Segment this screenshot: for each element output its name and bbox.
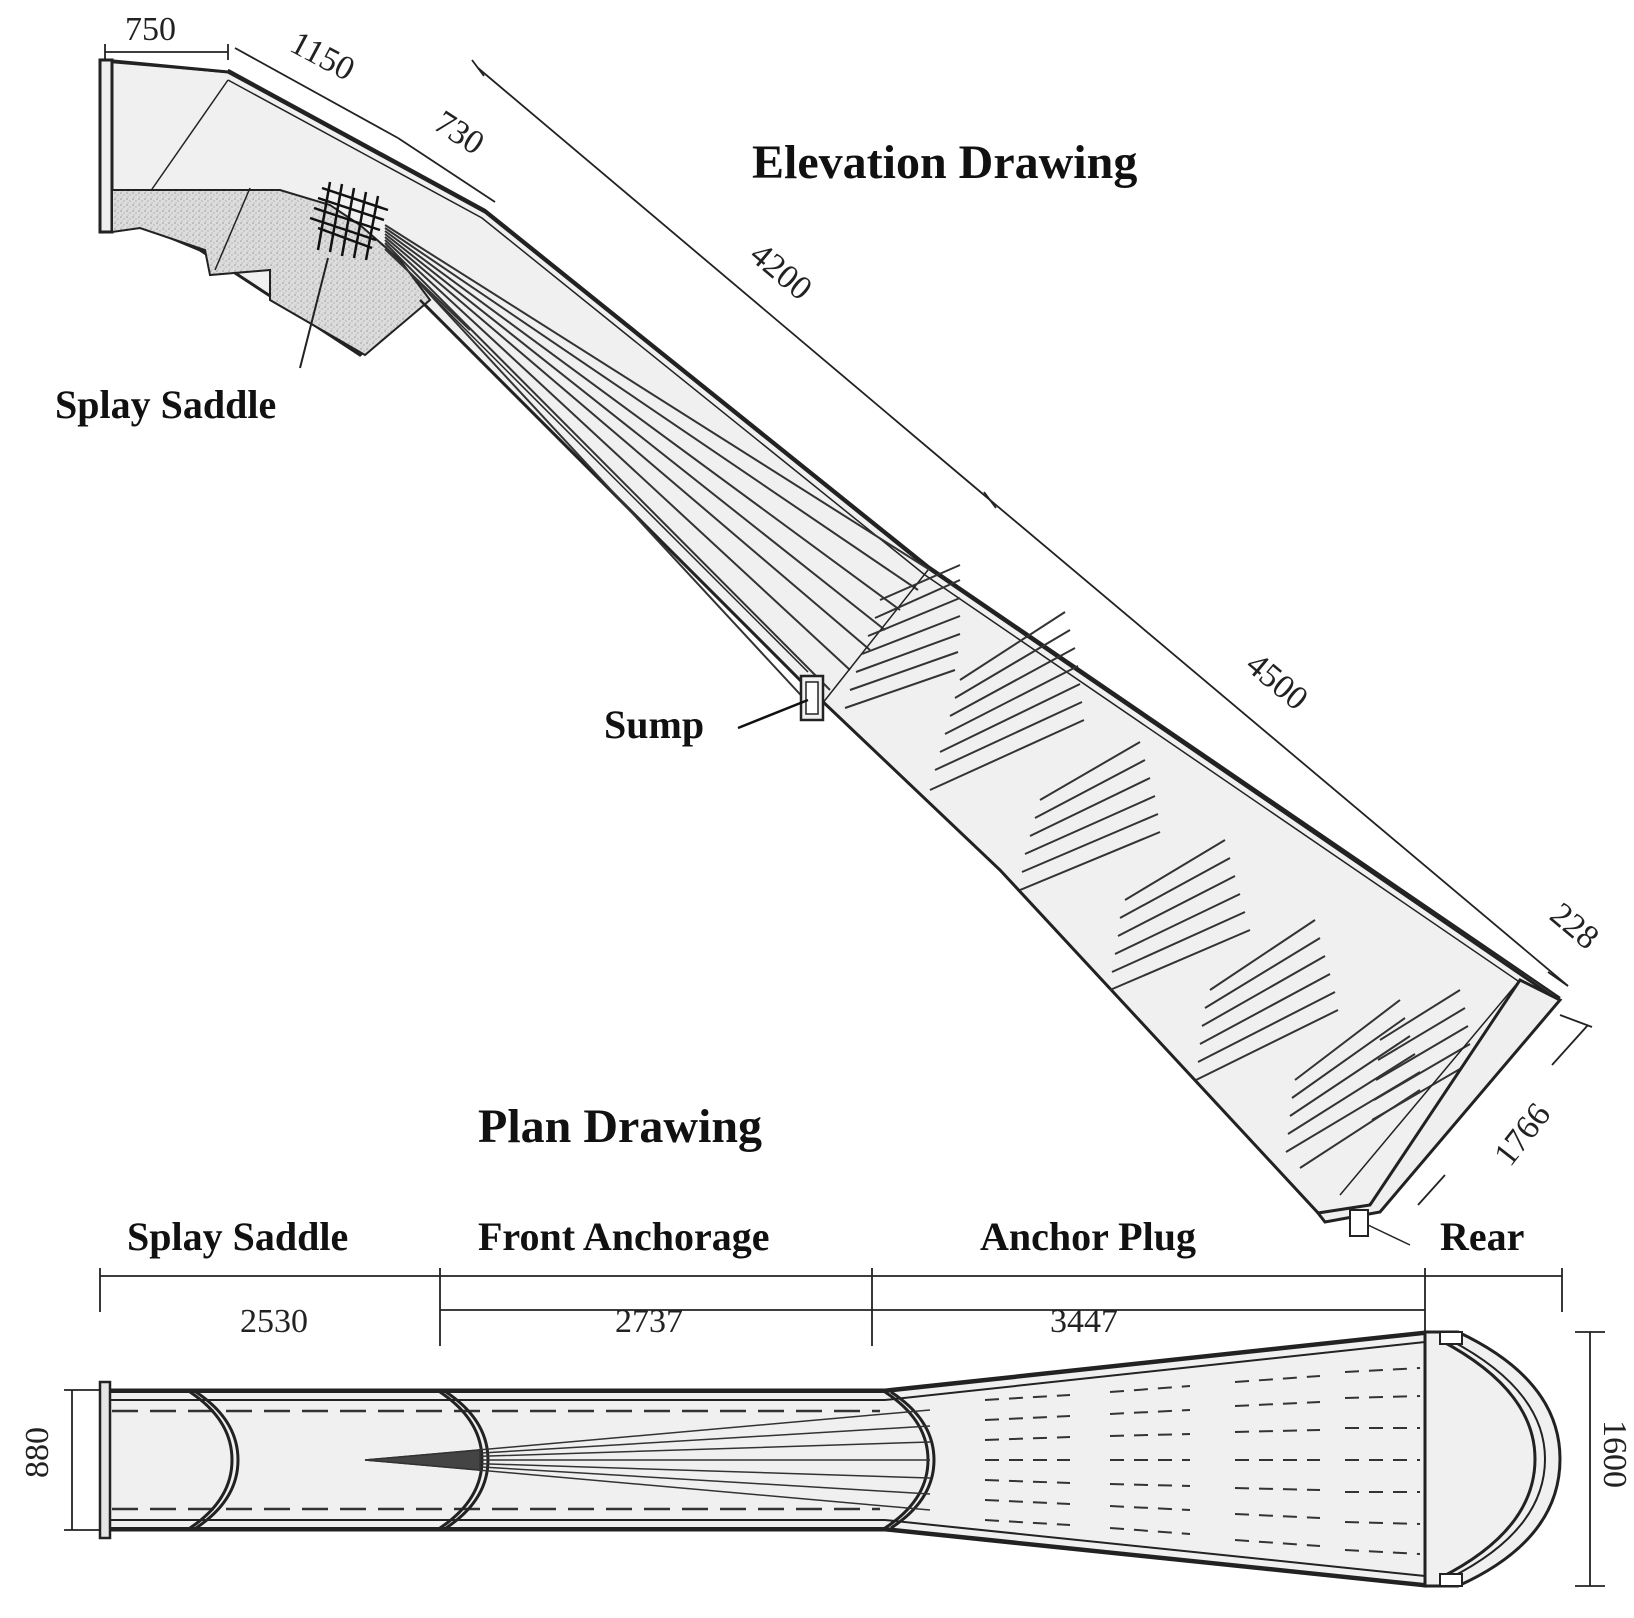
anchor-plug-boundary [821, 569, 929, 705]
plan-strand-fan [364, 1409, 931, 1511]
elevation-sump-label: Sump [604, 702, 704, 747]
dim-730: 730 [428, 104, 491, 163]
plan-dashed-lines [112, 1409, 880, 1511]
elevation-top-wall [227, 68, 1561, 1000]
dim-1600: 1600 [1596, 1420, 1633, 1488]
plan-section-splay-saddle: Splay Saddle [127, 1214, 348, 1259]
elevation-title: Elevation Drawing [752, 136, 1137, 189]
plan-section-anchor-plug: Anchor Plug [980, 1214, 1196, 1259]
plan-anchor-hatching [984, 1367, 1421, 1555]
plan-rear-chamber [1423, 1330, 1562, 1588]
sump [799, 674, 825, 722]
elevation-drawing: Elevation Drawing Splay Saddle Sump 750 … [55, 11, 1606, 1246]
elevation-splay-saddle-label: Splay Saddle [55, 382, 276, 427]
plan-left-plate [98, 1380, 112, 1540]
dim-880: 880 [19, 1427, 56, 1478]
sump-leader [737, 698, 809, 730]
dim-1150: 1150 [284, 24, 360, 88]
elevation-rear-wall [1315, 978, 1563, 1224]
dim-4200: 4200 [743, 236, 819, 308]
dim-2737: 2737 [615, 1303, 683, 1340]
splay-saddle-grid [309, 181, 389, 261]
splay-saddle-leader [299, 257, 329, 369]
plan-section-front-anchorage: Front Anchorage [478, 1214, 769, 1259]
elevation-left-wall [98, 58, 114, 234]
elevation-strand-fan [384, 224, 931, 706]
dim-4500: 4500 [1239, 646, 1315, 718]
dim-2530: 2530 [240, 1303, 308, 1340]
dim-1766: 1766 [1487, 1097, 1558, 1173]
plan-dimension-lines [64, 1268, 1605, 1587]
plan-section-rear: Rear [1440, 1214, 1524, 1259]
plan-drawing: Plan Drawing Splay Saddle Front Anchorag… [19, 1100, 1633, 1588]
dim-750: 750 [125, 11, 176, 48]
plan-front-body [106, 1330, 1427, 1588]
dim-3447: 3447 [1050, 1303, 1118, 1340]
dim-228: 228 [1543, 896, 1606, 957]
rear-sump [1349, 1209, 1369, 1237]
elevation-dimensions [104, 44, 1593, 1206]
anchor-plug-hatching [844, 564, 1473, 1169]
plan-title: Plan Drawing [478, 1100, 762, 1153]
